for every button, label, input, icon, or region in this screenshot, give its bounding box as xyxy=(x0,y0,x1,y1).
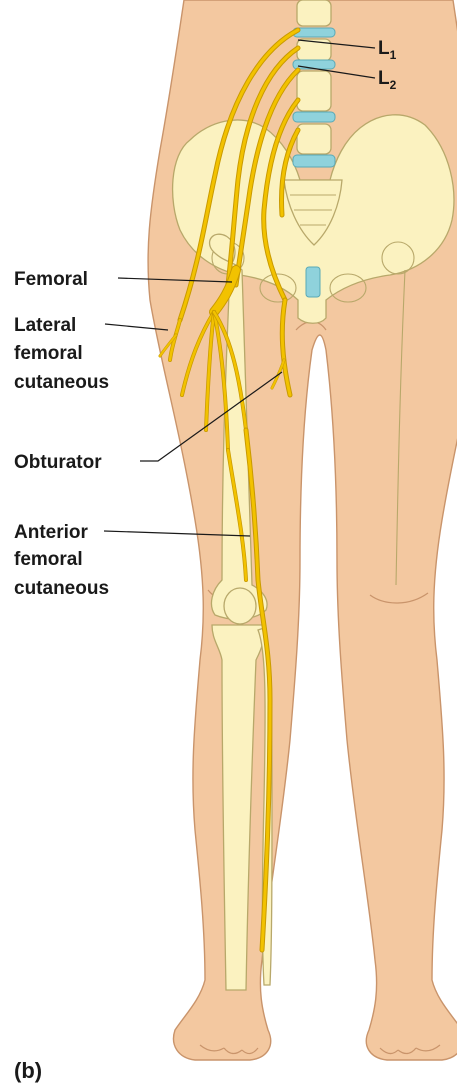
label-lateral-line2: femoral xyxy=(14,343,83,364)
pubic-symphysis xyxy=(306,267,320,297)
label-femoral: Femoral xyxy=(14,269,88,290)
vertebra-l2 xyxy=(297,71,331,111)
label-lateral-line1: Lateral xyxy=(14,315,76,336)
disc-4 xyxy=(293,155,335,167)
label-anterior-line3: cutaneous xyxy=(14,578,109,599)
label-anterior-line1: Anterior xyxy=(14,522,89,543)
disc-3 xyxy=(293,112,335,122)
label-lateral-line3: cutaneous xyxy=(14,372,109,393)
label-anterior-line2: femoral xyxy=(14,549,83,570)
vertebra-l3 xyxy=(297,124,331,154)
label-obturator: Obturator xyxy=(14,452,102,473)
panel-label: (b) xyxy=(14,1058,42,1083)
left-patella xyxy=(224,588,256,624)
disc-2 xyxy=(293,60,335,69)
vertebra-t12 xyxy=(297,0,331,26)
